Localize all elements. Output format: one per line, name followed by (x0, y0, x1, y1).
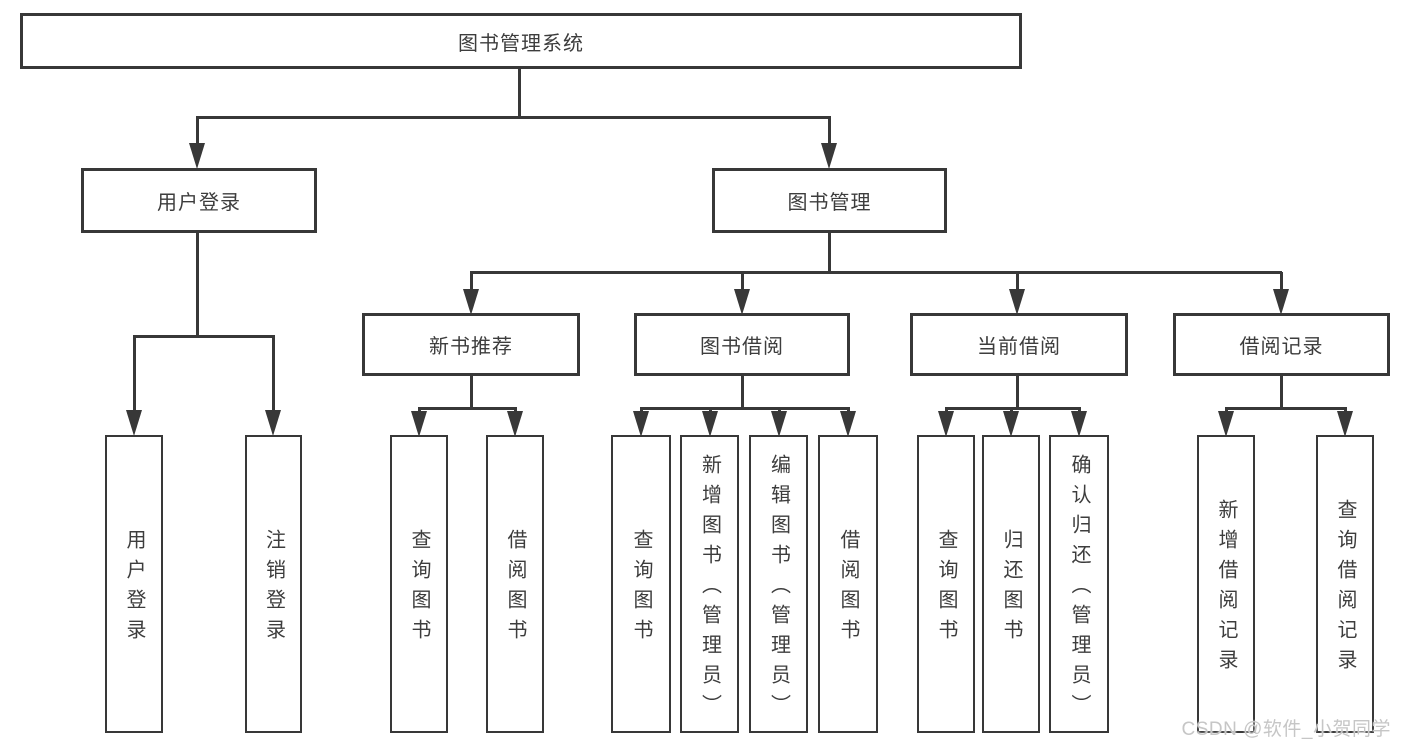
connector-arrow-down (411, 408, 427, 437)
connector-arrow-down (734, 272, 750, 315)
leaf-cb-confirm-return-admin: 确认归还（管理员） (1049, 435, 1109, 733)
leaf-bb-borrow-book: 借阅图书 (818, 435, 878, 733)
connector-currentborrow-stem (1016, 376, 1019, 409)
connector-arrow-down (126, 336, 142, 436)
node-new-book-recommend: 新书推荐 (362, 313, 580, 376)
connector-arrow-down (938, 408, 954, 437)
connector-arrow-down (507, 408, 523, 437)
leaf-bb-edit-book-admin-label: 编辑图书（管理员） (767, 454, 790, 724)
leaf-bb-borrow-book-label: 借阅图书 (837, 529, 859, 649)
connector-bookborrow-branch (640, 407, 850, 410)
connector-arrow-down (840, 408, 856, 437)
leaf-user-login-label: 用户登录 (123, 529, 145, 649)
connector-arrow-down (189, 117, 205, 169)
node-new-book-recommend-label: 新书推荐 (429, 336, 513, 358)
leaf-rc-add-borrow-record: 新增借阅记录 (1197, 435, 1255, 733)
connector-arrow-down (1218, 408, 1234, 437)
leaf-rc-query-borrow-record: 查询借阅记录 (1316, 435, 1374, 733)
node-current-borrowing-label: 当前借阅 (977, 336, 1061, 358)
connector-arrow-down (633, 408, 649, 437)
node-book-borrowing: 图书借阅 (634, 313, 850, 376)
connector-arrow-down (1071, 408, 1087, 437)
node-book-management-label: 图书管理 (787, 192, 872, 214)
connector-root-branch (196, 116, 831, 119)
node-book-borrowing-label: 图书借阅 (700, 336, 784, 358)
connector-newbook-stem (470, 376, 473, 409)
node-user-login: 用户登录 (81, 168, 317, 233)
connector-records-stem (1280, 376, 1283, 409)
leaf-user-login: 用户登录 (105, 435, 163, 733)
leaf-nb-query-book-label: 查询图书 (408, 529, 430, 649)
node-root-label: 图书管理系统 (458, 32, 584, 55)
leaf-nb-borrow-book: 借阅图书 (486, 435, 544, 733)
connector-bookmgmt-branch (470, 271, 1282, 274)
leaf-cb-return-book: 归还图书 (982, 435, 1040, 733)
node-borrow-records: 借阅记录 (1173, 313, 1390, 376)
connector-arrow-down (463, 272, 479, 315)
node-root: 图书管理系统 (20, 13, 1022, 69)
leaf-bb-add-book-admin: 新增图书（管理员） (680, 435, 739, 733)
csdn-watermark: CSDN @软件_小贺同学 (1181, 719, 1391, 740)
leaf-logout-label: 注销登录 (262, 529, 285, 649)
leaf-cb-query-book-label: 查询图书 (935, 529, 957, 649)
connector-userlogin-stem (196, 232, 199, 337)
leaf-logout: 注销登录 (245, 435, 302, 733)
connector-root-stem (518, 68, 521, 119)
leaf-cb-return-book-label: 归还图书 (1000, 529, 1022, 649)
connector-arrow-down (771, 408, 787, 437)
connector-bookmgmt-stem (828, 233, 831, 273)
leaf-bb-query-book-label: 查询图书 (630, 529, 652, 649)
connector-currentborrow-branch (945, 407, 1081, 410)
leaf-bb-add-book-admin-label: 新增图书（管理员） (698, 454, 721, 724)
connector-arrow-down (265, 336, 281, 436)
connector-arrow-down (702, 408, 718, 437)
connector-arrow-down (821, 117, 837, 169)
connector-arrow-down (1009, 272, 1025, 315)
connector-newbook-branch (418, 407, 517, 410)
leaf-nb-borrow-book-label: 借阅图书 (504, 529, 526, 649)
node-book-management: 图书管理 (712, 168, 947, 233)
connector-arrow-down (1337, 408, 1353, 437)
connector-bookborrow-stem (741, 376, 744, 409)
node-user-login-label: 用户登录 (157, 192, 241, 214)
leaf-rc-query-borrow-record-label: 查询借阅记录 (1334, 499, 1356, 679)
leaf-bb-query-book: 查询图书 (611, 435, 671, 733)
node-borrow-records-label: 借阅记录 (1239, 336, 1324, 358)
leaf-nb-query-book: 查询图书 (390, 435, 448, 733)
node-current-borrowing: 当前借阅 (910, 313, 1128, 376)
leaf-cb-query-book: 查询图书 (917, 435, 975, 733)
connector-arrow-down (1273, 272, 1289, 315)
connector-arrow-down (1003, 408, 1019, 437)
connector-userlogin-branch (133, 335, 275, 338)
connector-records-branch (1225, 407, 1347, 410)
leaf-rc-add-borrow-record-label: 新增借阅记录 (1215, 499, 1237, 679)
leaf-bb-edit-book-admin: 编辑图书（管理员） (749, 435, 808, 733)
leaf-cb-confirm-return-admin-label: 确认归还（管理员） (1068, 454, 1090, 724)
